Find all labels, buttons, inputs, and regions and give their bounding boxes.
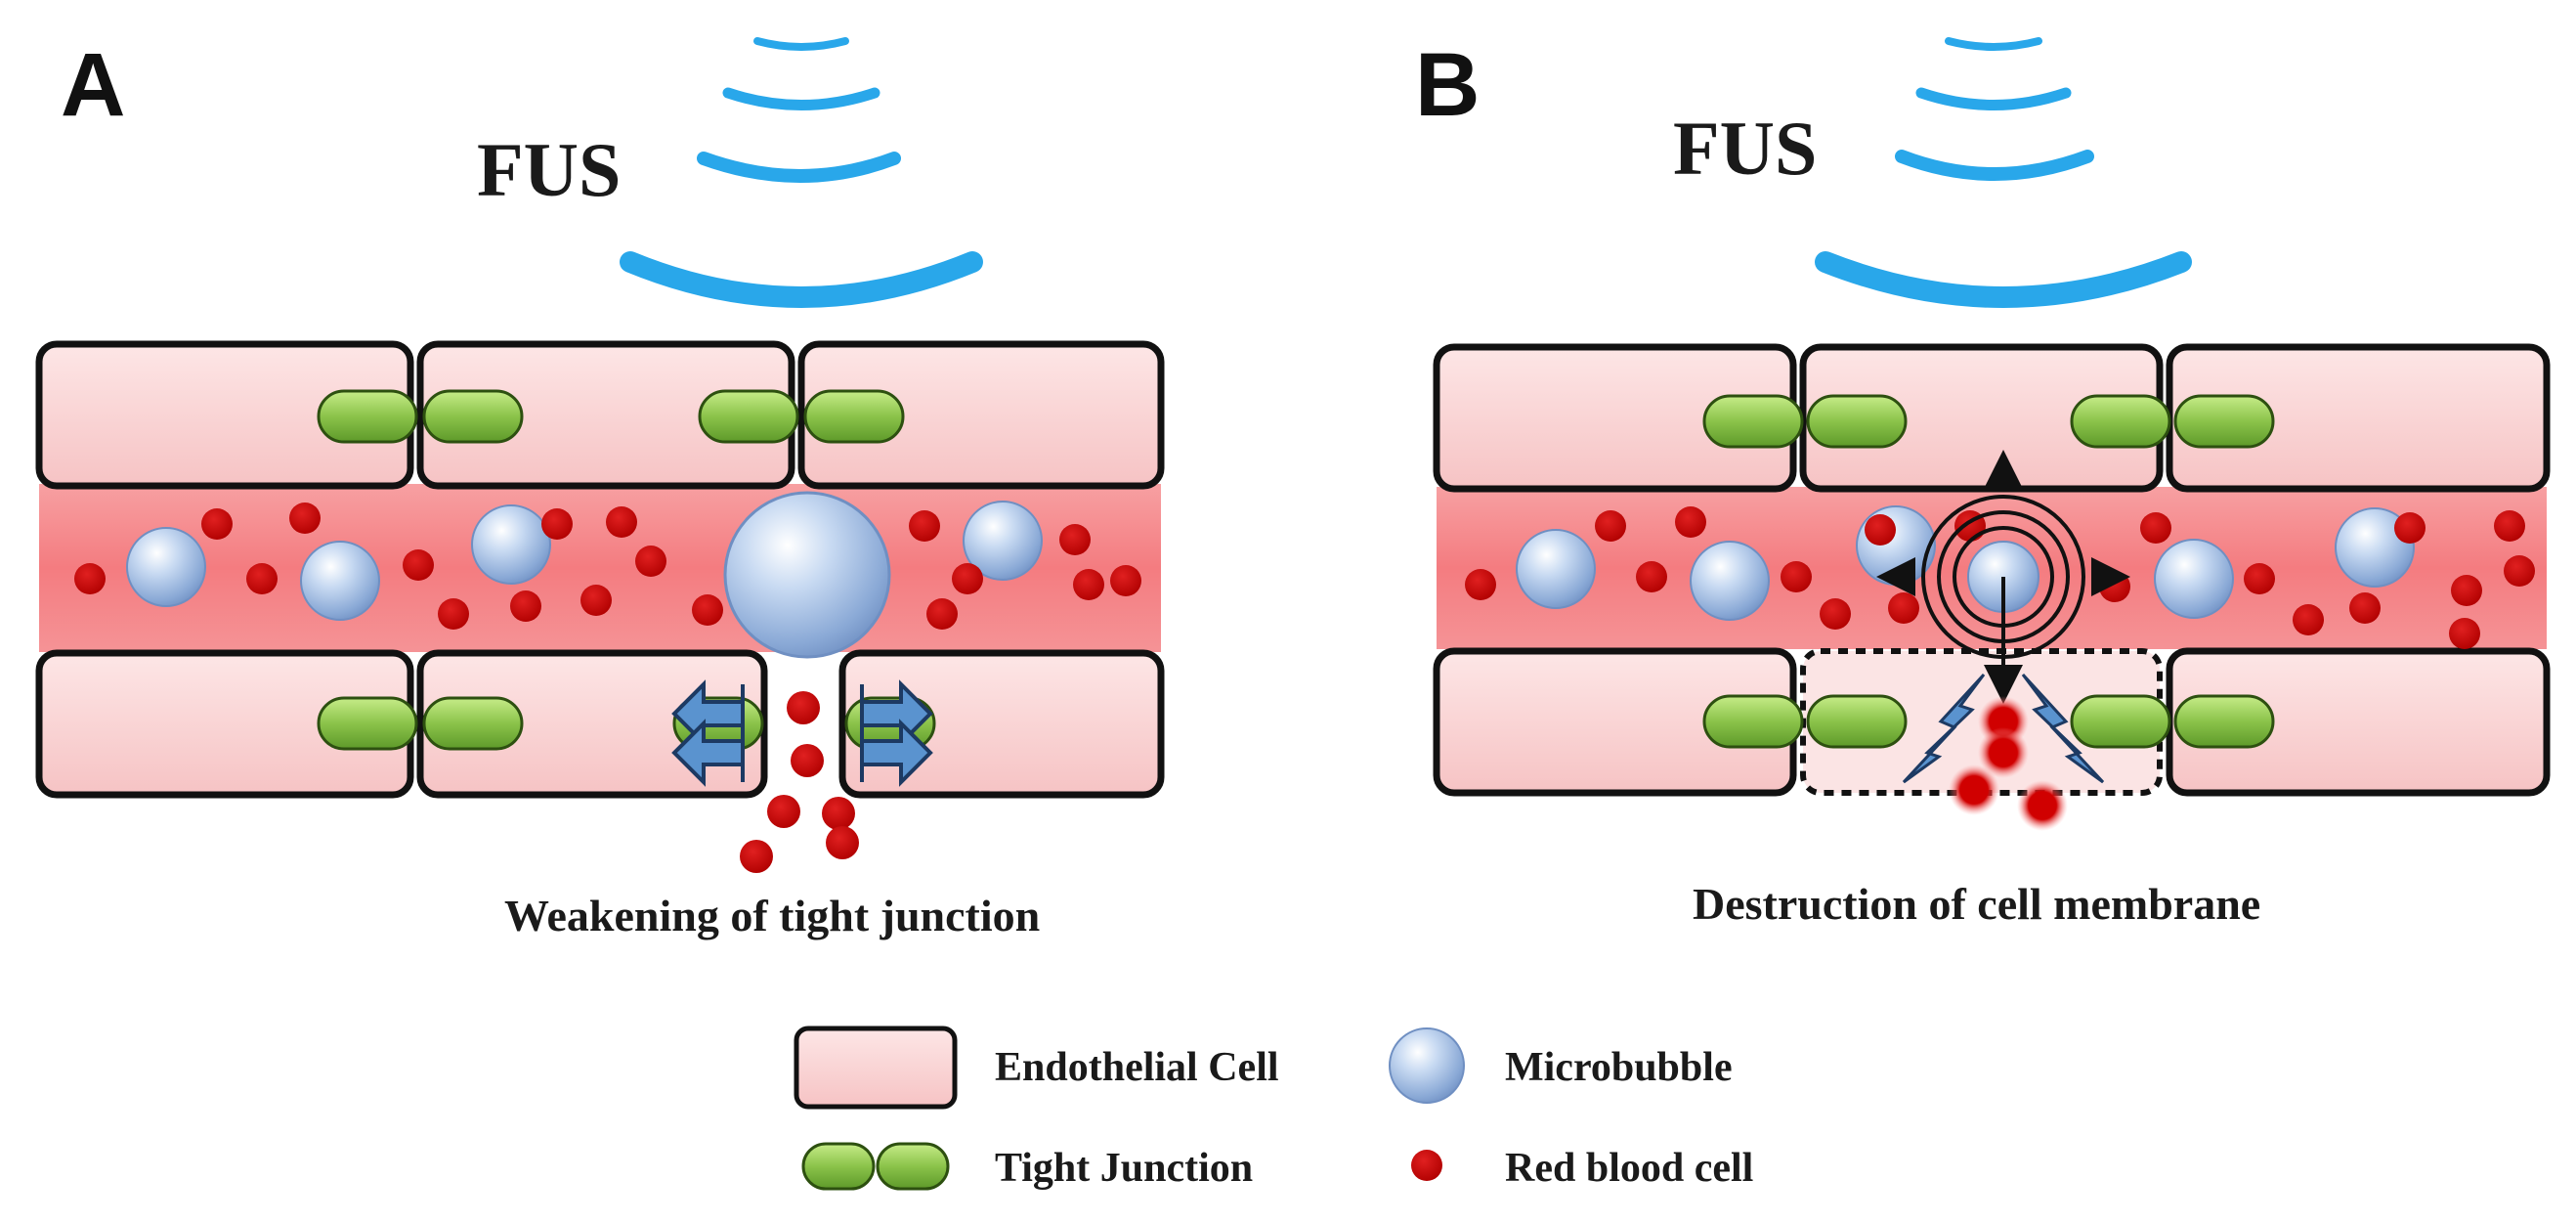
panel-a-top-junctions — [317, 389, 905, 444]
tight-junction — [422, 696, 524, 751]
panel-a-top-cells — [35, 340, 1165, 490]
tight-junction — [1702, 694, 1804, 749]
red-blood-cell — [822, 797, 855, 830]
endothelial-cell — [797, 340, 1165, 490]
microbubble — [126, 527, 206, 607]
red-blood-cell — [1865, 514, 1896, 546]
red-blood-cell — [767, 795, 800, 828]
tight-junction — [1806, 394, 1908, 449]
red-blood-cell — [740, 840, 773, 873]
red-blood-cell — [510, 590, 541, 622]
red-blood-cell — [2394, 512, 2426, 544]
microbubble — [300, 541, 380, 621]
tight-junction — [2173, 394, 2275, 449]
red-blood-cell — [74, 563, 106, 594]
red-blood-cell — [909, 510, 940, 542]
red-blood-cell — [246, 563, 278, 594]
panel-b-ultrasound-waves-icon — [1815, 37, 2192, 308]
red-blood-cell — [2017, 780, 2068, 831]
red-blood-cell — [1073, 569, 1104, 600]
panel-b-top-cells — [1433, 343, 2551, 493]
tight-junction — [2070, 694, 2171, 749]
red-blood-cell — [952, 563, 983, 594]
red-blood-cell — [2293, 604, 2324, 635]
red-blood-cell — [2140, 512, 2171, 544]
red-blood-cell — [1888, 592, 1919, 624]
red-blood-cell — [791, 744, 824, 777]
panel-b-top-junctions — [1702, 394, 2275, 449]
microbubble — [1516, 529, 1596, 609]
legend-tight-junction-swatch — [801, 1142, 950, 1191]
legend-microbubble-label: Microbubble — [1505, 1045, 1733, 1090]
microbubble — [2154, 539, 2234, 619]
panel-a-fus-label: FUS — [477, 127, 621, 212]
tight-junction — [2173, 694, 2275, 749]
red-blood-cell — [2451, 575, 2482, 606]
red-blood-cell — [403, 549, 434, 581]
red-blood-cell — [692, 594, 723, 626]
legend-microbubble-swatch — [1389, 1027, 1465, 1104]
red-blood-cell — [541, 508, 573, 540]
panel-b-letter: B — [1415, 35, 1480, 135]
panel-a-letter: A — [61, 35, 125, 135]
red-blood-cell — [1978, 727, 2029, 778]
legend: Endothelial Cell Tight Junction Microbub… — [794, 1026, 1753, 1191]
panel-b-fus-label: FUS — [1673, 106, 1817, 191]
panel-b-bottom-junctions — [1702, 694, 2275, 749]
tight-junction — [422, 389, 524, 444]
red-blood-cell — [2244, 563, 2275, 594]
red-blood-cell — [1059, 524, 1091, 555]
legend-tight-junction-label: Tight Junction — [995, 1146, 1253, 1191]
microbubble — [471, 504, 551, 585]
microbubble — [1690, 541, 1770, 621]
red-blood-cell — [438, 598, 469, 630]
red-blood-cell — [2449, 618, 2480, 649]
red-blood-cell — [926, 598, 958, 630]
red-blood-cell — [826, 826, 859, 859]
red-blood-cell — [1636, 561, 1667, 592]
red-blood-cell — [580, 585, 612, 616]
panel-b: B FUS — [1415, 35, 2551, 929]
legend-endothelial-label: Endothelial Cell — [995, 1045, 1279, 1090]
panel-b-leaking-red-blood-cells — [1949, 696, 2068, 831]
tight-junction — [698, 389, 799, 444]
red-blood-cell — [1820, 598, 1851, 630]
tight-junction — [317, 696, 418, 751]
panel-a-bottom-cells — [35, 649, 1165, 799]
panel-b-membrane-damage-bolts-icon — [1902, 673, 2105, 784]
panel-a-red-blood-cells — [74, 502, 1141, 873]
red-blood-cell — [606, 506, 637, 538]
red-blood-cell — [2504, 555, 2535, 587]
panel-a-gap-widening-arrows-icon — [671, 679, 933, 787]
tight-junction — [2070, 394, 2171, 449]
red-blood-cell — [1949, 764, 1999, 815]
panel-b-caption: Destruction of cell membrane — [1693, 879, 2260, 929]
legend-endothelial-swatch — [794, 1026, 958, 1110]
red-blood-cell — [787, 691, 820, 724]
legend-red-blood-cell-label: Red blood cell — [1505, 1146, 1753, 1191]
panel-b-shockwave-arrows-icon — [1876, 450, 2130, 704]
panel-a-caption: Weakening of tight junction — [504, 891, 1040, 940]
red-blood-cell — [1465, 569, 1496, 600]
tight-junction — [1806, 694, 1908, 749]
tight-junction — [803, 389, 905, 444]
microbubble — [963, 501, 1043, 581]
panel-a-expanded-microbubble — [723, 491, 891, 659]
panel-a-ultrasound-waves-icon — [620, 37, 983, 308]
red-blood-cell — [2349, 592, 2381, 624]
panel-a-microbubbles — [126, 501, 1043, 621]
red-blood-cell — [1675, 506, 1706, 538]
panel-a: A FUS — [35, 35, 1165, 940]
legend-red-blood-cell-swatch — [1411, 1150, 1442, 1181]
red-blood-cell — [635, 546, 666, 577]
red-blood-cell — [2494, 510, 2525, 542]
red-blood-cell — [201, 508, 233, 540]
red-blood-cell — [1595, 510, 1626, 542]
tight-junction — [1702, 394, 1804, 449]
red-blood-cell — [1781, 561, 1812, 592]
red-blood-cell — [1110, 565, 1141, 596]
tight-junction — [317, 389, 418, 444]
red-blood-cell — [289, 502, 321, 534]
